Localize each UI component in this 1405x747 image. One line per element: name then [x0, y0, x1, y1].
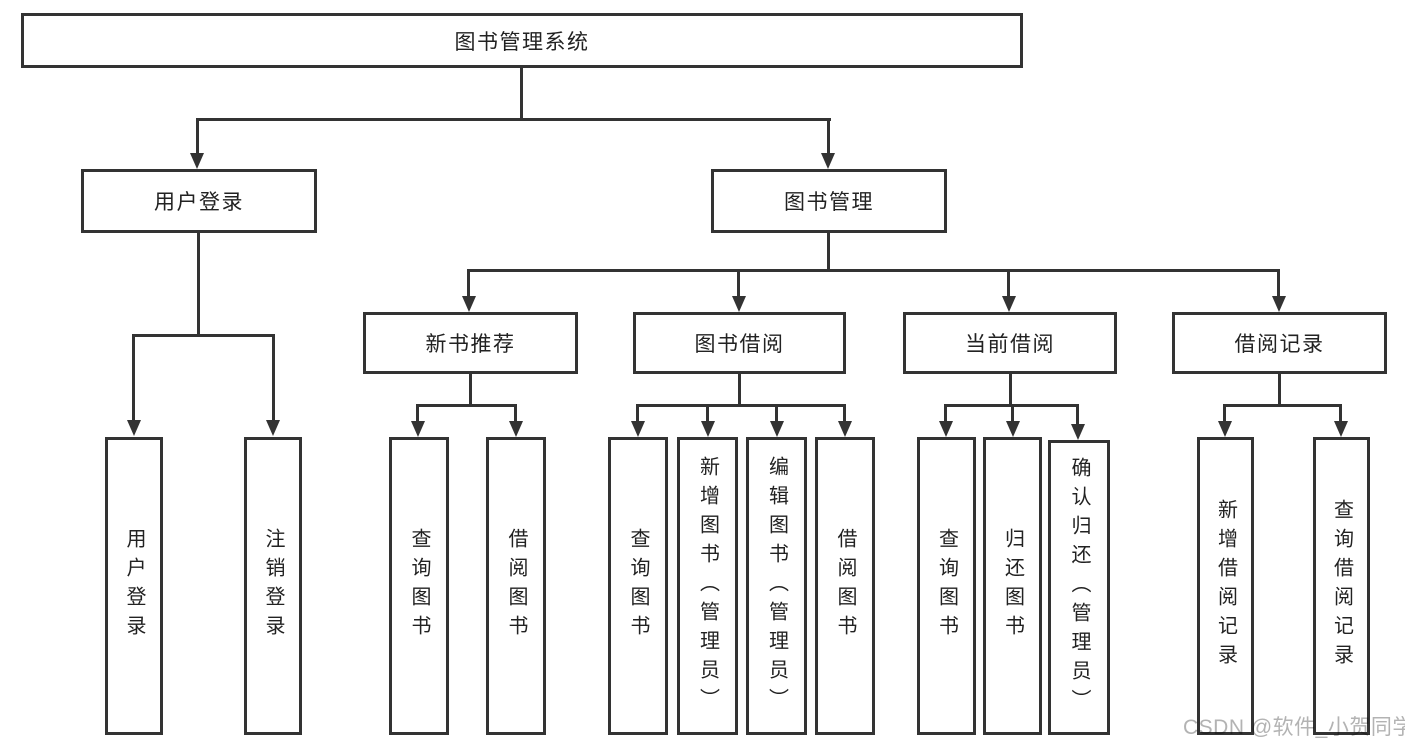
- arrow-down-icon: [190, 153, 204, 169]
- leaf-records-add-record: 新增借阅记录: [1197, 437, 1254, 735]
- node-book-management: 图书管理: [711, 169, 947, 233]
- leaf-borrowing-edit-books-admin-label: 编辑图书（管理员）: [765, 455, 788, 717]
- leaf-logout-label: 注销登录: [262, 528, 284, 644]
- node-new-book-recommend-label: 新书推荐: [425, 333, 516, 356]
- connector-line: [520, 67, 523, 120]
- connector-line: [944, 404, 947, 422]
- arrow-down-icon: [1002, 296, 1016, 312]
- connector-line: [1007, 269, 1010, 296]
- connector-line: [1011, 404, 1014, 422]
- connector-line: [272, 334, 275, 421]
- connector-line: [636, 404, 846, 407]
- node-current-borrowing-label: 当前借阅: [965, 333, 1055, 356]
- watermark: CSDN @软件_小贺同学: [1183, 716, 1405, 739]
- node-book-borrowing: 图书借阅: [633, 312, 846, 374]
- connector-line: [1278, 374, 1281, 406]
- connector-line: [775, 404, 778, 422]
- connector-line: [1339, 404, 1342, 422]
- leaf-recommend-query-books-label: 查询图书: [408, 528, 430, 644]
- node-new-book-recommend: 新书推荐: [363, 312, 578, 374]
- leaf-records-query-record-label: 查询借阅记录: [1330, 499, 1353, 673]
- node-user-login: 用户登录: [81, 169, 317, 233]
- leaf-recommend-borrow-books-label: 借阅图书: [505, 528, 527, 644]
- connector-line: [416, 404, 419, 422]
- arrow-down-icon: [701, 421, 715, 437]
- node-borrow-records: 借阅记录: [1172, 312, 1387, 374]
- leaf-borrowing-query-books: 查询图书: [608, 437, 668, 735]
- arrow-down-icon: [1272, 296, 1286, 312]
- leaf-borrowing-borrow-books: 借阅图书: [815, 437, 875, 735]
- node-book-borrowing-label: 图书借阅: [694, 333, 785, 356]
- connector-line: [1076, 404, 1079, 424]
- leaf-current-return-books-label: 归还图书: [1001, 528, 1024, 644]
- leaf-recommend-borrow-books: 借阅图书: [486, 437, 546, 735]
- leaf-records-query-record: 查询借阅记录: [1313, 437, 1370, 735]
- connector-line: [843, 404, 846, 422]
- connector-line: [132, 334, 275, 337]
- leaf-borrowing-add-books-admin-label: 新增图书（管理员）: [696, 455, 719, 717]
- connector-line: [738, 374, 741, 406]
- leaf-borrowing-add-books-admin: 新增图书（管理员）: [677, 437, 738, 735]
- leaf-borrowing-edit-books-admin: 编辑图书（管理员）: [746, 437, 807, 735]
- connector-line: [416, 404, 517, 407]
- arrow-down-icon: [411, 421, 425, 437]
- leaf-user-login: 用户登录: [105, 437, 163, 735]
- leaf-logout: 注销登录: [244, 437, 302, 735]
- leaf-current-query-books-label: 查询图书: [935, 528, 958, 644]
- connector-line: [469, 374, 472, 406]
- leaf-borrowing-query-books-label: 查询图书: [627, 528, 649, 644]
- connector-line: [1223, 404, 1226, 422]
- arrow-down-icon: [1334, 421, 1348, 437]
- arrow-down-icon: [1071, 424, 1085, 440]
- leaf-user-login-label: 用户登录: [123, 528, 145, 644]
- arrow-down-icon: [1218, 421, 1232, 437]
- leaf-current-query-books: 查询图书: [917, 437, 976, 735]
- arrow-down-icon: [631, 421, 645, 437]
- connector-line: [706, 404, 709, 422]
- connector-line: [737, 269, 740, 296]
- connector-line: [1277, 269, 1280, 296]
- node-user-login-label: 用户登录: [154, 191, 244, 214]
- connector-line: [467, 269, 470, 296]
- leaf-current-return-books: 归还图书: [983, 437, 1042, 735]
- arrow-down-icon: [1006, 421, 1020, 437]
- connector-line: [827, 233, 830, 272]
- arrow-down-icon: [770, 421, 784, 437]
- connector-line: [196, 118, 199, 154]
- connector-line: [467, 269, 1280, 272]
- leaf-borrowing-borrow-books-label: 借阅图书: [834, 528, 856, 644]
- arrow-down-icon: [266, 420, 280, 436]
- leaf-records-add-record-label: 新增借阅记录: [1214, 499, 1237, 673]
- arrow-down-icon: [821, 153, 835, 169]
- arrow-down-icon: [939, 421, 953, 437]
- arrow-down-icon: [509, 421, 523, 437]
- connector-line: [1009, 374, 1012, 406]
- arrow-down-icon: [462, 296, 476, 312]
- arrow-down-icon: [127, 420, 141, 436]
- connector-line: [197, 233, 200, 336]
- node-borrow-records-label: 借阅记录: [1234, 333, 1325, 356]
- arrow-down-icon: [838, 421, 852, 437]
- connector-line: [1223, 404, 1342, 407]
- node-root: 图书管理系统: [21, 13, 1023, 68]
- node-root-label: 图书管理系统: [454, 30, 590, 54]
- connector-line: [636, 404, 639, 422]
- leaf-recommend-query-books: 查询图书: [389, 437, 449, 735]
- connector-line: [514, 404, 517, 422]
- node-current-borrowing: 当前借阅: [903, 312, 1117, 374]
- leaf-current-confirm-return-admin-label: 确认归还（管理员）: [1068, 457, 1090, 718]
- connector-line: [196, 118, 831, 121]
- connector-line: [827, 118, 830, 154]
- arrow-down-icon: [732, 296, 746, 312]
- node-book-management-label: 图书管理: [784, 191, 874, 214]
- leaf-current-confirm-return-admin: 确认归还（管理员）: [1048, 440, 1110, 735]
- connector-line: [132, 334, 135, 421]
